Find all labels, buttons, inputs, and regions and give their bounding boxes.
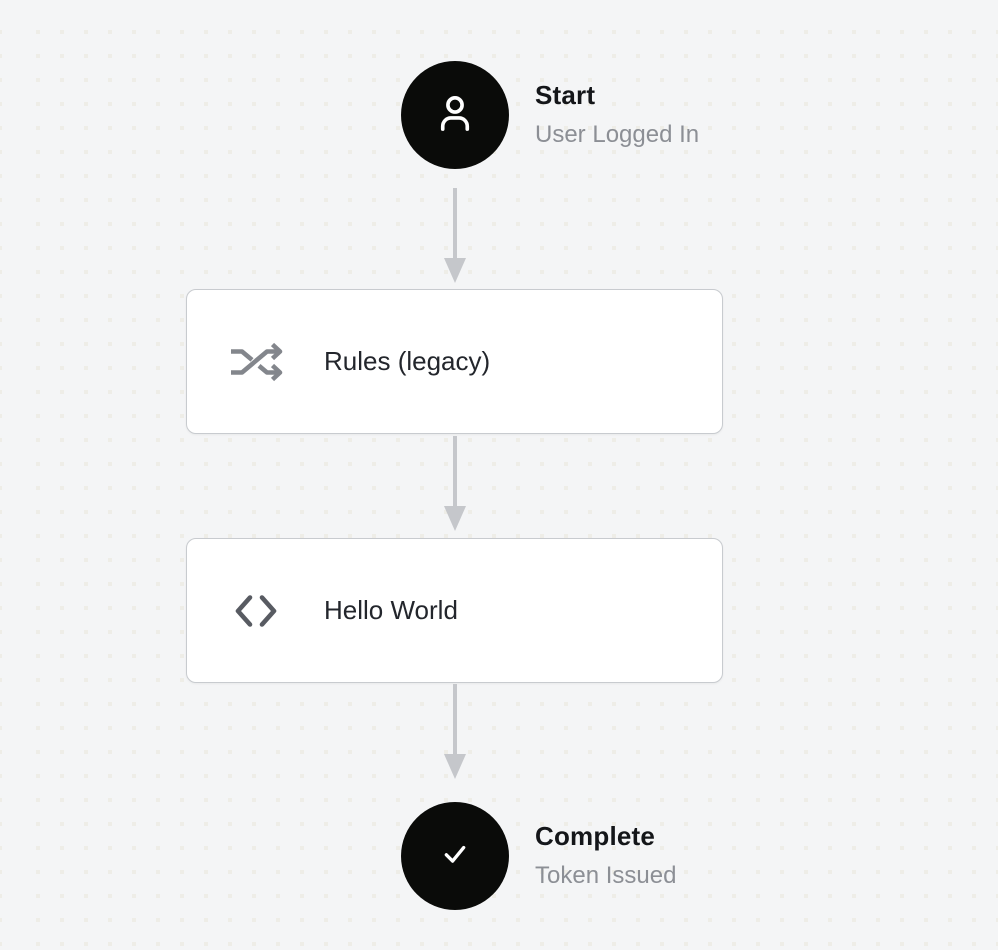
action-card-label: Hello World bbox=[324, 595, 458, 625]
flow-arrow-1 bbox=[444, 188, 466, 283]
shuffle-icon bbox=[228, 340, 284, 384]
action-card-hello-world[interactable]: Hello World bbox=[186, 538, 723, 683]
user-icon bbox=[432, 90, 478, 141]
flow-arrow-3 bbox=[444, 684, 466, 779]
start-title: Start bbox=[535, 80, 596, 110]
start-node bbox=[401, 61, 509, 169]
start-node-label: Start User Logged In bbox=[535, 61, 699, 169]
complete-node bbox=[401, 802, 509, 910]
start-subtitle: User Logged In bbox=[535, 121, 700, 148]
flow-arrow-2 bbox=[444, 436, 466, 531]
complete-node-label: Complete Token Issued bbox=[535, 802, 676, 910]
check-icon bbox=[439, 838, 471, 875]
complete-subtitle: Token Issued bbox=[535, 862, 677, 889]
code-icon bbox=[228, 589, 284, 633]
complete-title: Complete bbox=[535, 821, 656, 851]
action-card-label: Rules (legacy) bbox=[324, 346, 491, 376]
action-card-rules-legacy[interactable]: Rules (legacy) bbox=[186, 289, 723, 434]
